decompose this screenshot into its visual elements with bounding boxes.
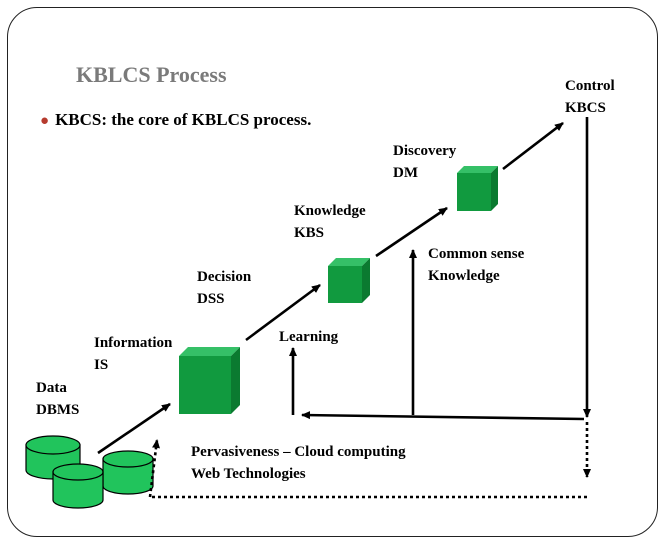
cylinder-3 xyxy=(102,450,154,495)
label-control: Control KBCS xyxy=(565,75,615,119)
label-knowledge-line2: KBS xyxy=(294,225,325,241)
label-information-line1: Information xyxy=(94,335,173,351)
feedback-lines xyxy=(289,117,591,421)
pervasiveness-loop xyxy=(148,422,591,499)
cube-discovery xyxy=(457,166,498,211)
label-common-sense: Common sense Knowledge xyxy=(428,243,524,287)
cube-decision xyxy=(328,258,370,303)
label-common-sense-line2: Knowledge xyxy=(428,268,500,284)
label-information-line2: IS xyxy=(94,357,109,373)
label-decision: Decision DSS xyxy=(197,266,251,310)
label-knowledge-line1: Knowledge xyxy=(294,203,366,219)
label-pervasiveness-line2: Web Technologies xyxy=(191,466,306,482)
label-discovery-line1: Discovery xyxy=(393,143,457,159)
arrow-discovery-to-control xyxy=(502,121,564,171)
slide-title: KBLCS Process xyxy=(76,62,227,87)
label-pervasiveness: Pervasiveness – Cloud computing Web Tech… xyxy=(191,441,406,485)
label-data: Data DBMS xyxy=(36,377,79,421)
bullet-icon: ● xyxy=(40,113,50,129)
bullet-text: KBCS: the core of KBLCS process. xyxy=(55,110,312,129)
cylinder-2 xyxy=(52,463,104,509)
label-learning: Learning xyxy=(279,329,339,345)
label-information: Information IS xyxy=(94,332,172,376)
cube-information xyxy=(179,347,240,414)
label-control-line1: Control xyxy=(565,78,615,94)
arrow-decision-to-discovery xyxy=(375,206,448,258)
label-decision-line1: Decision xyxy=(197,269,252,285)
arrow-information-to-decision xyxy=(245,283,321,342)
label-common-sense-line1: Common sense xyxy=(428,246,525,262)
label-pervasiveness-line1: Pervasiveness – Cloud computing xyxy=(191,444,406,460)
progress-arrows xyxy=(97,121,564,455)
label-decision-line2: DSS xyxy=(197,291,225,307)
label-control-line2: KBCS xyxy=(565,100,606,116)
label-discovery: Discovery DM xyxy=(393,140,456,184)
label-data-line2: DBMS xyxy=(36,402,80,418)
bullet-point: ● KBCS: the core of KBLCS process. xyxy=(40,110,311,130)
label-knowledge: Knowledge KBS xyxy=(294,200,366,244)
label-discovery-line2: DM xyxy=(393,165,418,181)
database-cylinders xyxy=(25,435,154,509)
arrow-feedback-left xyxy=(301,411,585,421)
arrow-data-to-information xyxy=(97,402,171,455)
label-data-line1: Data xyxy=(36,380,67,396)
